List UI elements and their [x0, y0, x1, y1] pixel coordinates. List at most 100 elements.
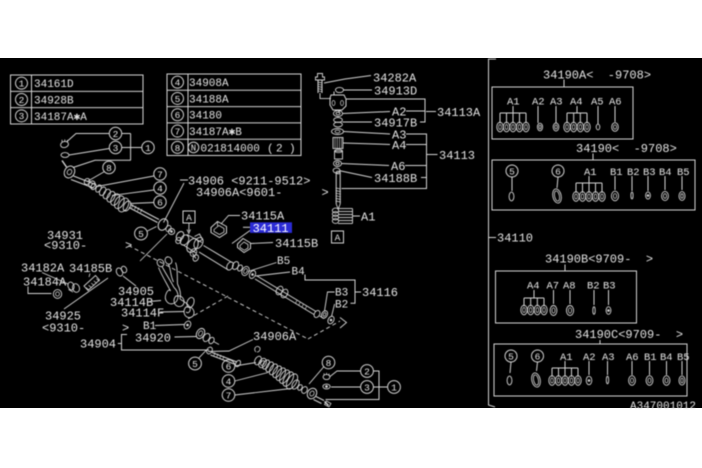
svg-text:A1: A1 — [560, 352, 573, 364]
svg-text:6: 6 — [175, 110, 181, 121]
svg-text:B2: B2 — [587, 280, 600, 292]
svg-text:1: 1 — [391, 382, 397, 393]
svg-text:34190A< -9708>: 34190A< -9708> — [543, 68, 651, 82]
svg-text:4: 4 — [157, 183, 163, 194]
svg-text:B1: B1 — [610, 167, 623, 179]
svg-text:B1: B1 — [143, 321, 157, 333]
svg-text:34931: 34931 — [47, 229, 83, 243]
svg-text:A: A — [186, 213, 192, 224]
svg-text:34184A: 34184A — [23, 275, 67, 289]
svg-text:8: 8 — [326, 358, 332, 369]
svg-text:34110: 34110 — [497, 231, 533, 245]
svg-text:A8: A8 — [563, 280, 576, 292]
svg-text:B5: B5 — [677, 352, 690, 364]
svg-text:A5: A5 — [591, 96, 604, 108]
svg-text:34182A: 34182A — [21, 261, 65, 275]
svg-text:2: 2 — [276, 143, 283, 155]
svg-text:34904: 34904 — [80, 337, 116, 351]
svg-text:34113: 34113 — [439, 149, 475, 163]
svg-text:7: 7 — [175, 127, 181, 138]
svg-text:34116: 34116 — [362, 286, 398, 300]
svg-text:34908A: 34908A — [189, 78, 229, 90]
svg-text:34114F: 34114F — [121, 306, 164, 320]
svg-text:34925: 34925 — [45, 309, 81, 323]
svg-text:7: 7 — [226, 390, 232, 401]
svg-text:B3: B3 — [603, 280, 616, 292]
svg-text:B5: B5 — [677, 167, 690, 179]
svg-text:4: 4 — [175, 78, 181, 89]
svg-text:A4: A4 — [527, 280, 540, 292]
svg-text:(: ( — [267, 143, 274, 155]
svg-text:>: > — [322, 186, 329, 200]
svg-text:A4: A4 — [570, 96, 583, 108]
svg-text:5: 5 — [138, 229, 144, 240]
svg-text:B2: B2 — [335, 300, 348, 312]
svg-text:<9310-: <9310- — [42, 321, 85, 335]
svg-text:5: 5 — [508, 351, 514, 362]
svg-text:8: 8 — [106, 163, 112, 174]
svg-text:5: 5 — [509, 166, 515, 177]
svg-text:021814000: 021814000 — [201, 143, 260, 155]
svg-text:A347001012: A347001012 — [630, 401, 696, 413]
svg-text:B2: B2 — [627, 167, 640, 179]
svg-text:B3: B3 — [643, 167, 656, 179]
svg-text:34920: 34920 — [135, 331, 171, 345]
svg-text:): ) — [289, 143, 296, 155]
svg-text:B4: B4 — [659, 167, 672, 179]
svg-text:34905: 34905 — [118, 285, 154, 299]
svg-text:34190C<9709- >: 34190C<9709- > — [575, 328, 683, 342]
svg-text:3: 3 — [364, 382, 370, 393]
svg-text:7: 7 — [157, 169, 163, 180]
svg-text:>: > — [125, 239, 132, 253]
svg-text:A4: A4 — [392, 139, 406, 153]
svg-text:34161D: 34161D — [34, 79, 74, 91]
svg-text:34928B: 34928B — [34, 96, 74, 108]
svg-text:A3: A3 — [392, 128, 406, 142]
svg-text:5: 5 — [175, 94, 181, 105]
svg-text:A2: A2 — [583, 352, 596, 364]
svg-text:34913D: 34913D — [374, 84, 417, 98]
svg-text:B5: B5 — [277, 256, 290, 268]
svg-text:6: 6 — [535, 351, 541, 362]
svg-text:>: > — [122, 321, 129, 335]
svg-text:A6: A6 — [391, 160, 405, 174]
svg-text:A6: A6 — [626, 352, 639, 364]
svg-text:34115A: 34115A — [241, 209, 285, 223]
svg-text:34190B<9709- >: 34190B<9709- > — [545, 252, 653, 266]
svg-text:6: 6 — [157, 197, 163, 208]
svg-text:2: 2 — [19, 95, 25, 106]
svg-text:34906 <9211-9512>: 34906 <9211-9512> — [188, 174, 310, 188]
svg-text:34114B: 34114B — [110, 296, 153, 310]
svg-text:B1: B1 — [644, 352, 657, 364]
svg-text:B4: B4 — [292, 267, 306, 279]
svg-text:N: N — [191, 144, 196, 154]
svg-text:3: 3 — [113, 143, 119, 154]
svg-text:A2: A2 — [392, 105, 406, 119]
svg-text:34190< -9708>: 34190< -9708> — [576, 142, 677, 156]
svg-text:A7: A7 — [547, 280, 560, 292]
svg-text:1: 1 — [19, 79, 25, 90]
svg-text:34906A<9601-: 34906A<9601- — [196, 186, 282, 200]
svg-text:A1: A1 — [584, 167, 597, 179]
svg-text:8: 8 — [175, 143, 181, 154]
svg-text:A2: A2 — [532, 96, 545, 108]
svg-text:2: 2 — [364, 366, 370, 377]
svg-text:A1: A1 — [361, 210, 375, 224]
svg-text:34115B: 34115B — [275, 237, 318, 251]
svg-text:A3: A3 — [550, 96, 563, 108]
svg-text:4: 4 — [226, 376, 232, 387]
svg-text:B4: B4 — [660, 352, 673, 364]
svg-text:3: 3 — [19, 111, 25, 122]
svg-text:<9310-: <9310- — [44, 239, 87, 253]
svg-text:6: 6 — [226, 361, 232, 372]
svg-text:34113A: 34113A — [437, 106, 481, 120]
svg-text:1: 1 — [145, 143, 151, 154]
svg-text:34282A: 34282A — [373, 71, 417, 85]
svg-text:5: 5 — [192, 359, 198, 370]
svg-text:6: 6 — [555, 166, 561, 177]
svg-text:A3: A3 — [602, 352, 615, 364]
svg-text:B3: B3 — [335, 288, 348, 300]
svg-text:34917B: 34917B — [374, 116, 417, 130]
svg-text:34188B: 34188B — [374, 172, 417, 186]
svg-text:34185B: 34185B — [69, 262, 112, 276]
